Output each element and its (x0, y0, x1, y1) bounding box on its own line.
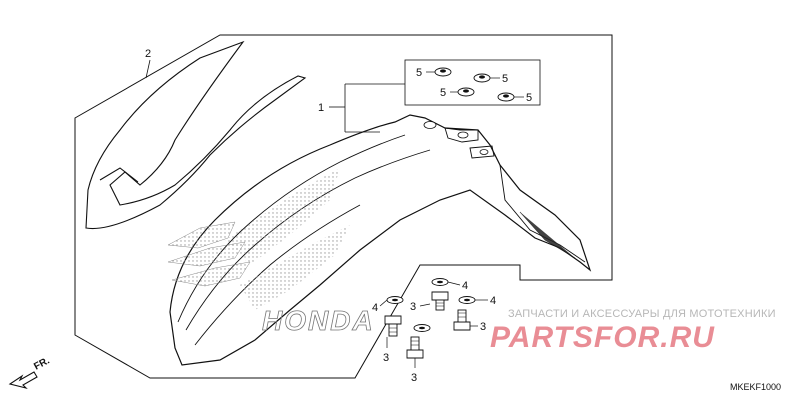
figure-code: MKEKF1000 (730, 382, 781, 392)
leader-part-1 (329, 83, 405, 133)
bolt-2 (384, 315, 402, 348)
front-direction-indicator: FR. (8, 355, 52, 390)
callout-part-3: 3 (411, 372, 417, 384)
callout-part-3: 3 (410, 301, 416, 313)
bolt-3 (453, 309, 478, 331)
clip-nut-group-box (404, 59, 541, 106)
callout-part-4: 4 (490, 295, 496, 307)
clip-nut-3 (450, 87, 475, 97)
washer-3 (458, 296, 488, 304)
brand-graphic: HONDA (167, 221, 375, 336)
brand-graphic-text: HONDA (262, 305, 375, 336)
washer-2 (379, 296, 404, 307)
watermark-logo: PARTSFOR.RU (490, 321, 715, 354)
decal-stripe (85, 40, 307, 230)
callout-part-5: 5 (416, 67, 422, 79)
clip-nut-2 (473, 73, 500, 83)
callout-part-1: 1 (318, 102, 324, 114)
bolt-1 (419, 291, 449, 311)
direction-label: FR. (32, 355, 52, 372)
callout-part-4: 4 (462, 280, 468, 292)
bolt-4 (406, 336, 424, 368)
washer-1 (431, 278, 461, 286)
clip-nut-1 (426, 67, 452, 77)
arrow-icon (8, 371, 38, 390)
callout-part-2: 2 (145, 48, 151, 60)
watermark-tagline: ЗАПЧАСТИ И АКСЕССУАРЫ ДЛЯ МОТОТЕХНИКИ (508, 308, 776, 320)
callout-part-5: 5 (440, 87, 446, 99)
clip-nut-4 (497, 92, 524, 102)
callout-part-3: 3 (480, 321, 486, 333)
callout-part-3: 3 (383, 352, 389, 364)
washer-4 (413, 324, 431, 332)
callout-part-5: 5 (502, 73, 508, 85)
callout-part-5: 5 (526, 92, 532, 104)
assembly-frame (74, 34, 613, 379)
callout-part-4: 4 (372, 302, 378, 314)
leader-part-2 (145, 59, 151, 79)
